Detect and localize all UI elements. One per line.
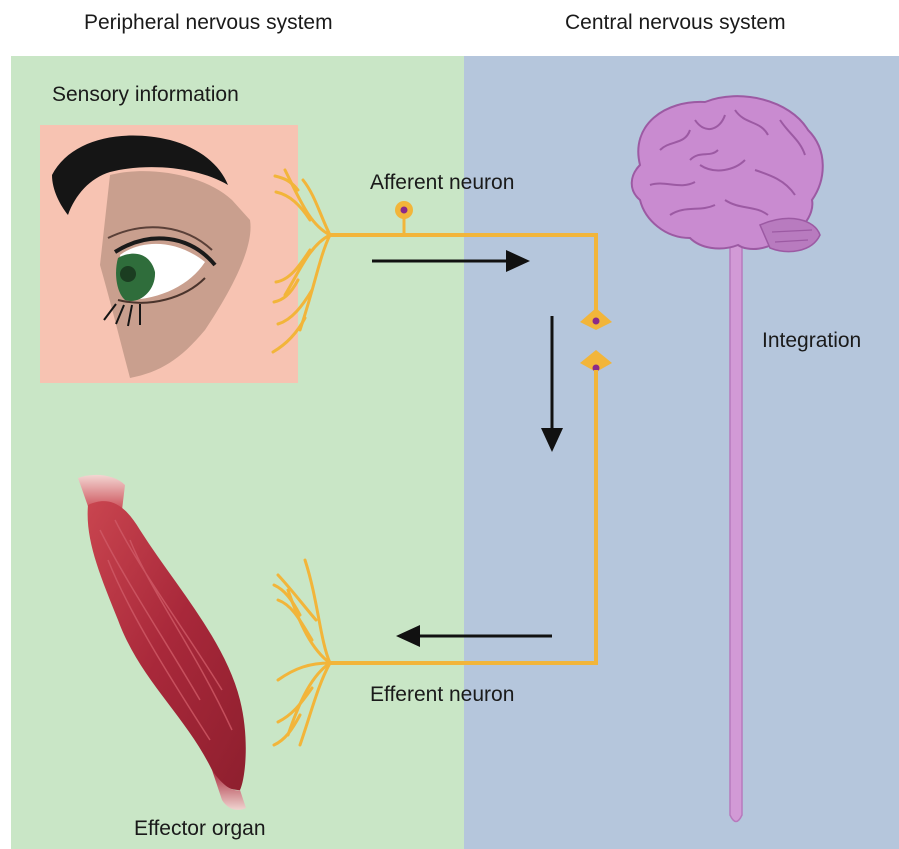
cns-heading: Central nervous system bbox=[565, 12, 786, 33]
sensory-information-label: Sensory information bbox=[52, 84, 239, 105]
pns-heading: Peripheral nervous system bbox=[84, 12, 333, 33]
afferent-neuron-label: Afferent neuron bbox=[370, 172, 514, 193]
effector-organ-label: Effector organ bbox=[134, 818, 266, 839]
efferent-neuron-label: Efferent neuron bbox=[370, 684, 514, 705]
integration-label: Integration bbox=[762, 330, 861, 351]
